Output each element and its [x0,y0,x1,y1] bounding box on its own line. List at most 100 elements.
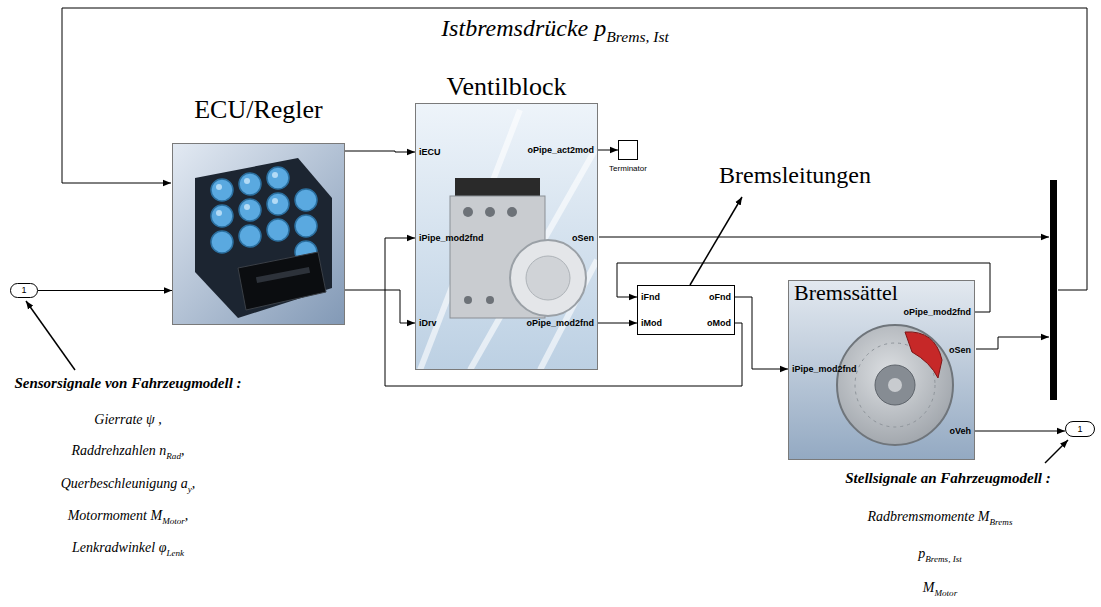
brake-caliper-picture [788,280,975,460]
valve-hole [463,207,473,217]
subscript: Brems, Ist [925,554,962,564]
ecu-highlight [216,210,222,216]
ecu-coil [239,225,261,247]
port-number: 1 [11,284,37,297]
callout-label: Bremsleitungen [719,162,871,189]
ecu-highlight [272,172,278,178]
port-name: oPipe_mod2fnd [526,318,594,329]
label-text: Istbremsdrücke p [441,15,606,41]
label-text: Stellsignale an Fahrzeugmodell : [845,470,1050,486]
port-number: 1 [1066,422,1094,436]
ecu-coils [211,167,317,263]
ecu-highlight [244,204,250,210]
label-text: p [918,546,925,561]
valve-hole [464,296,472,304]
signal-connector [598,150,618,151]
terminator-block: Terminator [618,140,638,160]
list-heading: Sensorsignale von Fahrzeugmodell : [14,375,241,392]
ecu-connector [238,252,326,310]
subscript: Lenk [166,548,184,558]
signal-connector [345,151,415,152]
bus-bar [1050,180,1057,400]
signal-connector [385,238,742,386]
list-heading: Stellsignale an Fahrzeugmodell : [845,470,1050,487]
valve-motor [510,240,586,316]
ecu-highlight [272,198,278,204]
label-text: Raddrehzahlen n [72,443,167,458]
leader-arrow [1045,440,1068,463]
port-name: oPipe_act2mod [527,145,594,156]
ecu-block: ECU/Regler [172,143,345,325]
block-title: Terminator [609,164,647,174]
port-name: iFnd [641,292,660,303]
ecu-coil [239,173,261,195]
red-caliper [905,332,942,378]
signal-connector [598,323,637,324]
outport-oval: 1 [1065,421,1095,437]
label-text: Bremsleitungen [719,162,871,188]
subscript: Motor [934,588,957,598]
inport-oval: 1 [10,283,38,298]
subscript: Motor [162,516,185,526]
subscript: Brems [990,517,1013,527]
port-name: oVeh [949,426,971,437]
ecu-coil [239,199,261,221]
signal-item: Motormoment MMotor, [68,508,189,526]
valve-hole [507,207,517,217]
ecu-coil [267,219,289,241]
port-name: oFnd [709,292,731,303]
signal-connector [345,290,415,323]
label-text: , [192,476,196,491]
ecu-connector-slot [256,267,310,283]
ecu-coil [211,231,233,253]
signal-connector [735,297,788,369]
port-name: iMod [641,318,662,329]
label-text: M [923,580,935,595]
ecu-coil [267,193,289,215]
ecu-highlights [216,172,278,216]
ecu-coil [295,189,317,211]
leader-arrow [26,301,75,370]
valve-holes [463,207,517,304]
signal-item: Radbremsmomente MBrems [868,509,1013,527]
terminator-lines [621,144,635,156]
sensor-wire [599,237,1049,238]
subscript: Brems, Ist [606,27,669,44]
terminator-symbol [621,144,635,156]
signal-name: Istbremsdrücke pBrems, Ist [441,15,669,46]
ecu-coil [295,215,317,237]
signal-item: MMotor [923,580,957,598]
caliper-ground [788,280,975,460]
label-text: , [185,508,189,523]
ecu-picture [172,143,345,325]
valve-top [455,178,540,198]
ecu-coil [211,179,233,201]
signal-item: Gierrate ψ , [94,412,161,428]
port-name: oMod [707,318,731,329]
label-text: Motormoment M [68,508,163,523]
disc-centre [888,378,902,392]
brake-disc [837,325,953,445]
ecu-ground [172,143,345,325]
signal-item: Querbeschleunigung ay, [61,476,196,494]
ecu-highlight [216,184,222,190]
subscript: Rad [166,451,181,461]
valve-rays [420,110,597,370]
block-title: ECU/Regler [194,96,323,124]
label-text: Radbremsmomente M [868,509,990,524]
valve-ground [415,103,598,370]
brake-lines-block: iFnd oFnd iMod oMod [637,285,735,335]
subscript: y [188,484,192,494]
signal-item: Lenkradwinkel φLenk [72,540,184,558]
valve-hole [486,296,494,304]
disc-hub [875,365,915,405]
leader-arrow [690,197,742,285]
signal-connector [617,263,990,312]
brake-caliper-block: BremssätteliPipe_mod2fndoPipe_mod2fndoSe… [788,280,975,460]
valve-block-picture [415,103,598,370]
label-text: Querbeschleunigung a [61,476,188,491]
